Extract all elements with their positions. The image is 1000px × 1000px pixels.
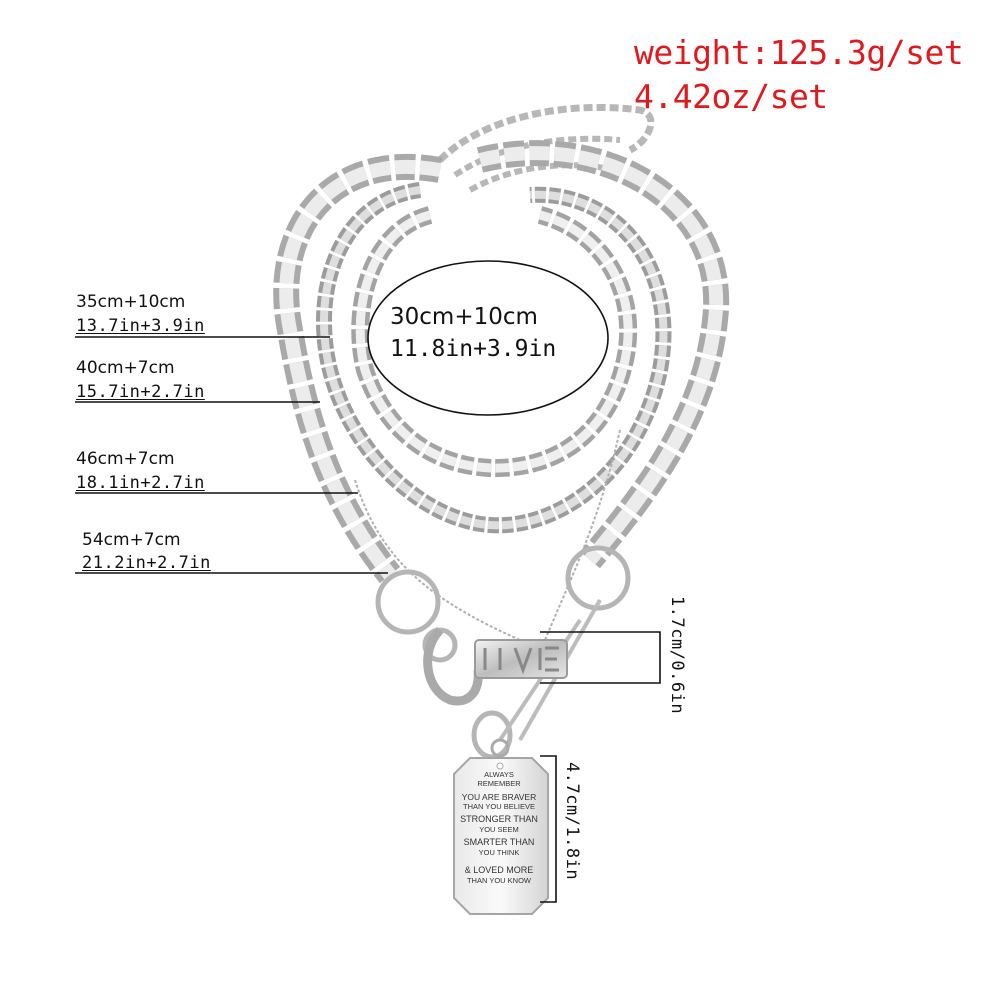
length-label-40-in: 15.7in+2.7in [76, 382, 205, 402]
tag-line: YOU SEEM [479, 825, 519, 834]
choker-oval [367, 260, 609, 416]
outer-chunky-chain [273, 140, 730, 584]
length-label-54-cm: 54cm+7cm [82, 530, 181, 550]
middle-chains [316, 182, 672, 534]
tag-line: YOU THINK [478, 848, 520, 857]
tag-line: REMEMBER [477, 779, 521, 788]
length-label-46-cm: 46cm+7cm [76, 449, 175, 469]
tag-line: STRONGER THAN [460, 814, 538, 824]
measurement-lines [75, 336, 661, 903]
dog-tag [453, 738, 549, 915]
weight-ounces: 4.42oz/set [634, 77, 828, 116]
length-label-35-cm: 35cm+10cm [76, 292, 186, 312]
choker-length-cm: 30cm+10cm [390, 304, 538, 330]
charm-size-label: 1.7cm/0.6in [667, 596, 687, 715]
love-charm [474, 639, 568, 679]
tag-size-label: 4.7cm/1.8in [562, 762, 582, 881]
length-label-46-in: 18.1in+2.7in [76, 473, 205, 493]
tag-line: YOU ARE BRAVER [461, 792, 537, 802]
lobster-clasp [423, 626, 483, 706]
extension-chains [437, 104, 655, 193]
tag-line: & LOVED MORE [464, 865, 534, 875]
tag-line: THAN YOU BELIEVE [463, 802, 535, 811]
length-label-40-cm: 40cm+7cm [76, 358, 175, 378]
weight-grams: weight:125.3g/set [634, 33, 964, 72]
tag-line: ALWAYS [484, 770, 514, 779]
tag-line: THAN YOU KNOW [466, 876, 532, 885]
tag-line: SMARTER THAN [463, 837, 535, 847]
choker-length-in: 11.8in+3.9in [390, 336, 557, 362]
length-label-35-in: 13.7in+3.9in [76, 316, 205, 336]
thin-chain [354, 429, 621, 641]
length-label-54-in: 21.2in+2.7in [82, 553, 211, 573]
